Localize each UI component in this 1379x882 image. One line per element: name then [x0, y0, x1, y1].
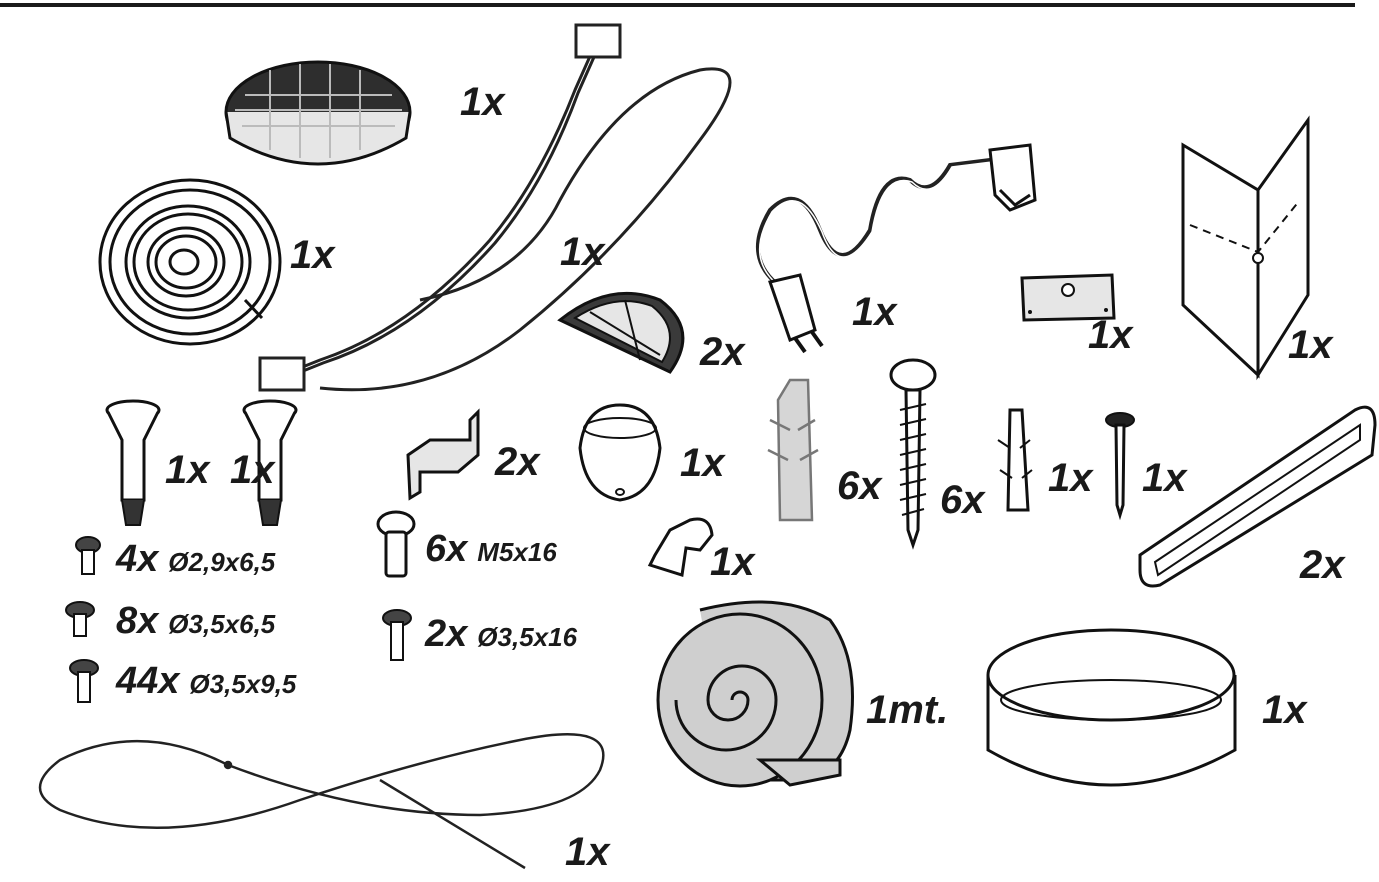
bolt-row: 6x M5x16: [425, 530, 557, 568]
bolt-m5x16-icon: [376, 510, 416, 578]
screw-2-9x6-5-quantity: 4x: [116, 538, 159, 580]
bracket-quantity: 2x: [495, 440, 540, 484]
screw-3-5x16-quantity: 2x: [425, 613, 468, 655]
power-cord-icon: [756, 143, 1037, 354]
cable-quantity: 1x: [560, 230, 605, 274]
wall-anchor-icon: [767, 378, 819, 522]
screw-3-5x16-spec: Ø3,5x16: [477, 622, 578, 652]
ring-band-icon: [986, 628, 1237, 787]
clip-quantity: 1x: [710, 540, 755, 584]
screw-3-5x16-icon: [382, 609, 412, 661]
small-screw-quantity: 1x: [1142, 456, 1187, 500]
anchor-quantity: 6x: [837, 464, 882, 508]
screw-3-5x6-5-row: 8x Ø3,5x6,5: [116, 602, 275, 640]
seal-coil-icon: [98, 178, 282, 346]
screw-3-5x9-5-spec: Ø3,5x9,5: [189, 669, 297, 699]
bracket-icon: [406, 408, 480, 501]
template-quantity: 1x: [1288, 323, 1333, 367]
foam-roll-icon: [656, 600, 854, 788]
cap-quantity: 1x: [680, 441, 725, 485]
round-filter-icon: [224, 60, 412, 166]
screw-3-5x9-5-quantity: 44x: [116, 660, 180, 702]
foam-quantity: 1mt.: [866, 688, 949, 732]
pin-screw-a-icon: [105, 399, 161, 526]
screw-3-5x6-5-spec: Ø3,5x6,5: [168, 609, 276, 639]
screw-3-5x16-row: 2x Ø3,5x16: [425, 615, 577, 653]
small-anchor-quantity: 1x: [1048, 456, 1093, 500]
cable-clip-icon: [647, 517, 714, 577]
screw-2-9x6-5-spec: Ø2,9x6,5: [168, 547, 276, 577]
power-cord-quantity: 1x: [852, 290, 897, 334]
bolt-quantity: 6x: [425, 528, 468, 570]
seal-coil-quantity: 1x: [290, 233, 335, 277]
plate-quantity: 1x: [1088, 313, 1133, 357]
pin-a-quantity: 1x: [165, 448, 210, 492]
duct-quantity: 2x: [1300, 543, 1345, 587]
wire-loop-icon: [38, 733, 605, 870]
small-anchor-icon: [997, 408, 1033, 512]
small-screw-icon: [1105, 412, 1135, 521]
half-valve-icon: [557, 291, 685, 374]
wood-screw-icon: [889, 358, 937, 550]
woodscrew-quantity: 6x: [940, 478, 985, 522]
screw-3-5x9-5-row: 44x Ø3,5x9,5: [116, 662, 296, 700]
template-sheet-icon: [1181, 115, 1310, 381]
screw-2-9x6-5-icon: [75, 536, 101, 575]
screw-2-9x6-5-row: 4x Ø2,9x6,5: [116, 540, 275, 578]
cable-icon: [258, 23, 732, 392]
screw-3-5x6-5-icon: [65, 601, 95, 637]
screw-3-5x9-5-icon: [69, 659, 99, 703]
pin-screw-b-icon: [242, 399, 298, 526]
wire-quantity: 1x: [565, 830, 610, 874]
dome-cap-icon: [578, 403, 662, 502]
screw-3-5x6-5-quantity: 8x: [116, 600, 159, 642]
flat-duct-icon: [1138, 405, 1377, 588]
filter-quantity: 1x: [460, 80, 505, 124]
mounting-plate-icon: [1020, 273, 1116, 322]
bolt-spec: M5x16: [477, 537, 557, 567]
half-valve-quantity: 2x: [700, 330, 745, 374]
pin-b-quantity: 1x: [230, 448, 275, 492]
ring-quantity: 1x: [1262, 688, 1307, 732]
